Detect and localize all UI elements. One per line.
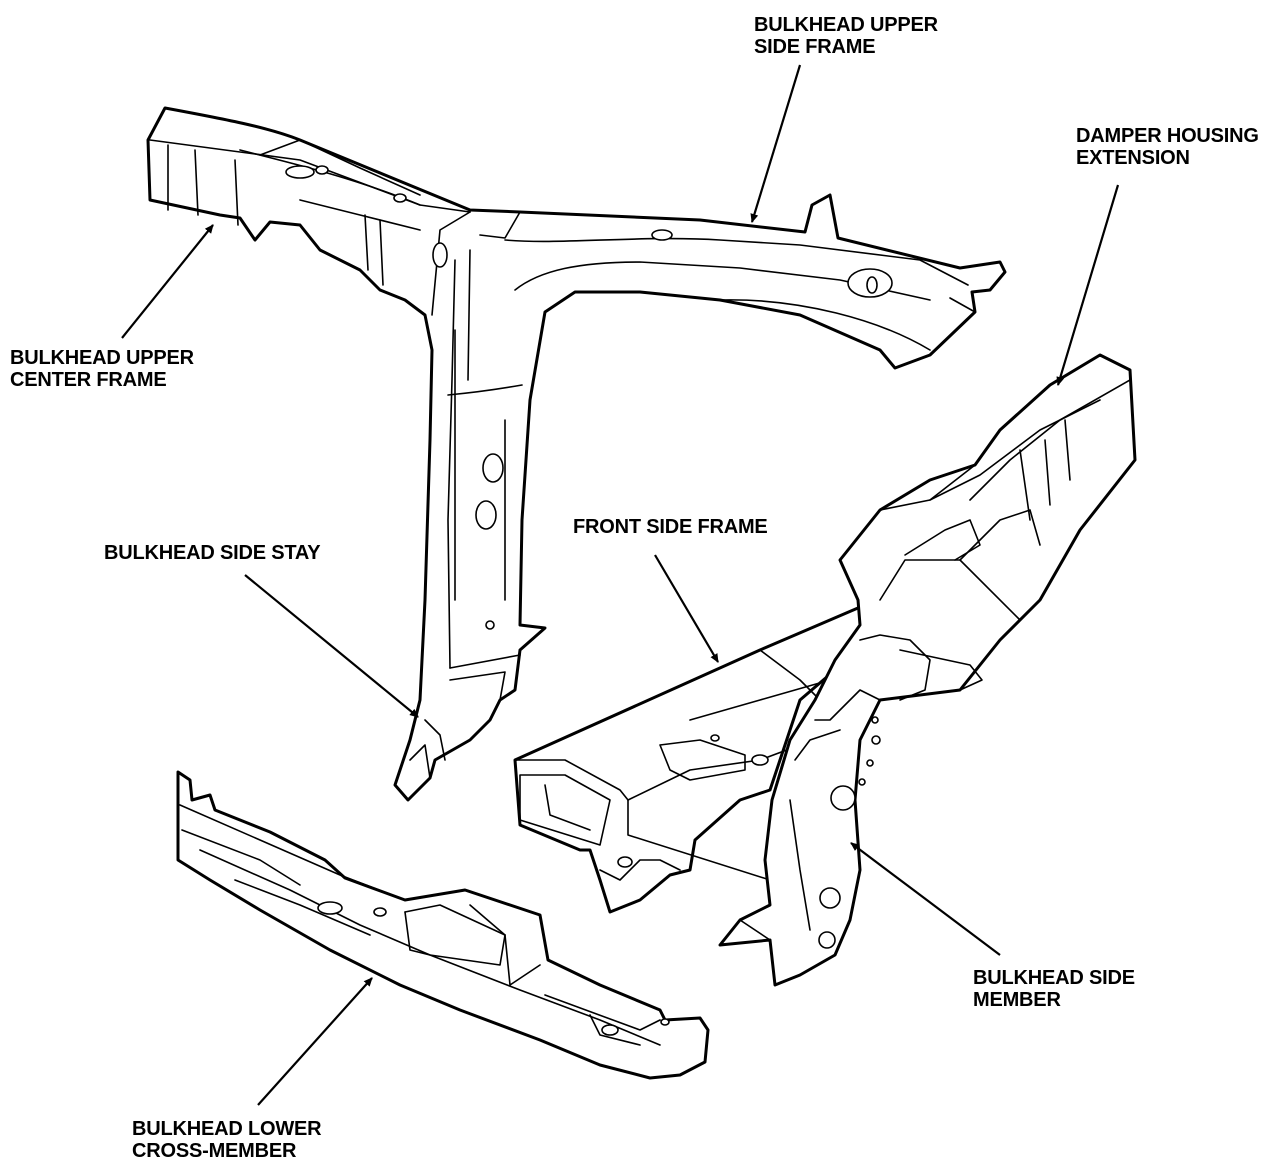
label-front-side-frame: FRONT SIDE FRAME xyxy=(573,516,768,538)
label-damper-housing-extension: DAMPER HOUSING EXTENSION xyxy=(1076,125,1259,169)
label-bulkhead-upper-center-frame: BULKHEAD UPPER CENTER FRAME xyxy=(10,347,194,391)
leader-side-member xyxy=(850,842,1001,956)
label-line: BULKHEAD UPPER xyxy=(10,347,194,369)
leader-side-stay xyxy=(244,574,419,718)
leader-lower-cross-member xyxy=(257,977,373,1106)
label-line: CROSS-MEMBER xyxy=(132,1140,297,1162)
label-line: SIDE FRAME xyxy=(754,36,876,58)
label-line: FRONT SIDE FRAME xyxy=(573,516,768,538)
leader-front-side-frame xyxy=(654,554,719,663)
label-bulkhead-side-stay: BULKHEAD SIDE STAY xyxy=(104,542,321,564)
label-bulkhead-upper-side-frame: BULKHEAD UPPER SIDE FRAME xyxy=(754,14,938,58)
label-line: BULKHEAD SIDE STAY xyxy=(104,542,321,564)
label-line: DAMPER HOUSING xyxy=(1076,125,1259,147)
label-line: BULKHEAD LOWER xyxy=(132,1118,322,1140)
label-line: EXTENSION xyxy=(1076,147,1190,169)
label-line: MEMBER xyxy=(973,989,1061,1011)
label-line: BULKHEAD UPPER xyxy=(754,14,938,36)
bulkhead-upper-frame-drawing xyxy=(146,106,1007,802)
bulkhead-lower-cross-member-drawing xyxy=(176,770,710,1080)
label-bulkhead-lower-cross-member: BULKHEAD LOWER CROSS-MEMBER xyxy=(132,1118,322,1162)
leader-upper-center-frame xyxy=(121,224,214,339)
label-line: CENTER FRAME xyxy=(10,369,167,391)
leader-upper-side-frame xyxy=(750,64,802,223)
damper-housing-and-side-member-drawing xyxy=(718,353,1137,987)
label-line: BULKHEAD SIDE xyxy=(973,967,1135,989)
leader-damper-housing xyxy=(1056,184,1120,386)
label-bulkhead-side-member: BULKHEAD SIDE MEMBER xyxy=(973,967,1135,1011)
